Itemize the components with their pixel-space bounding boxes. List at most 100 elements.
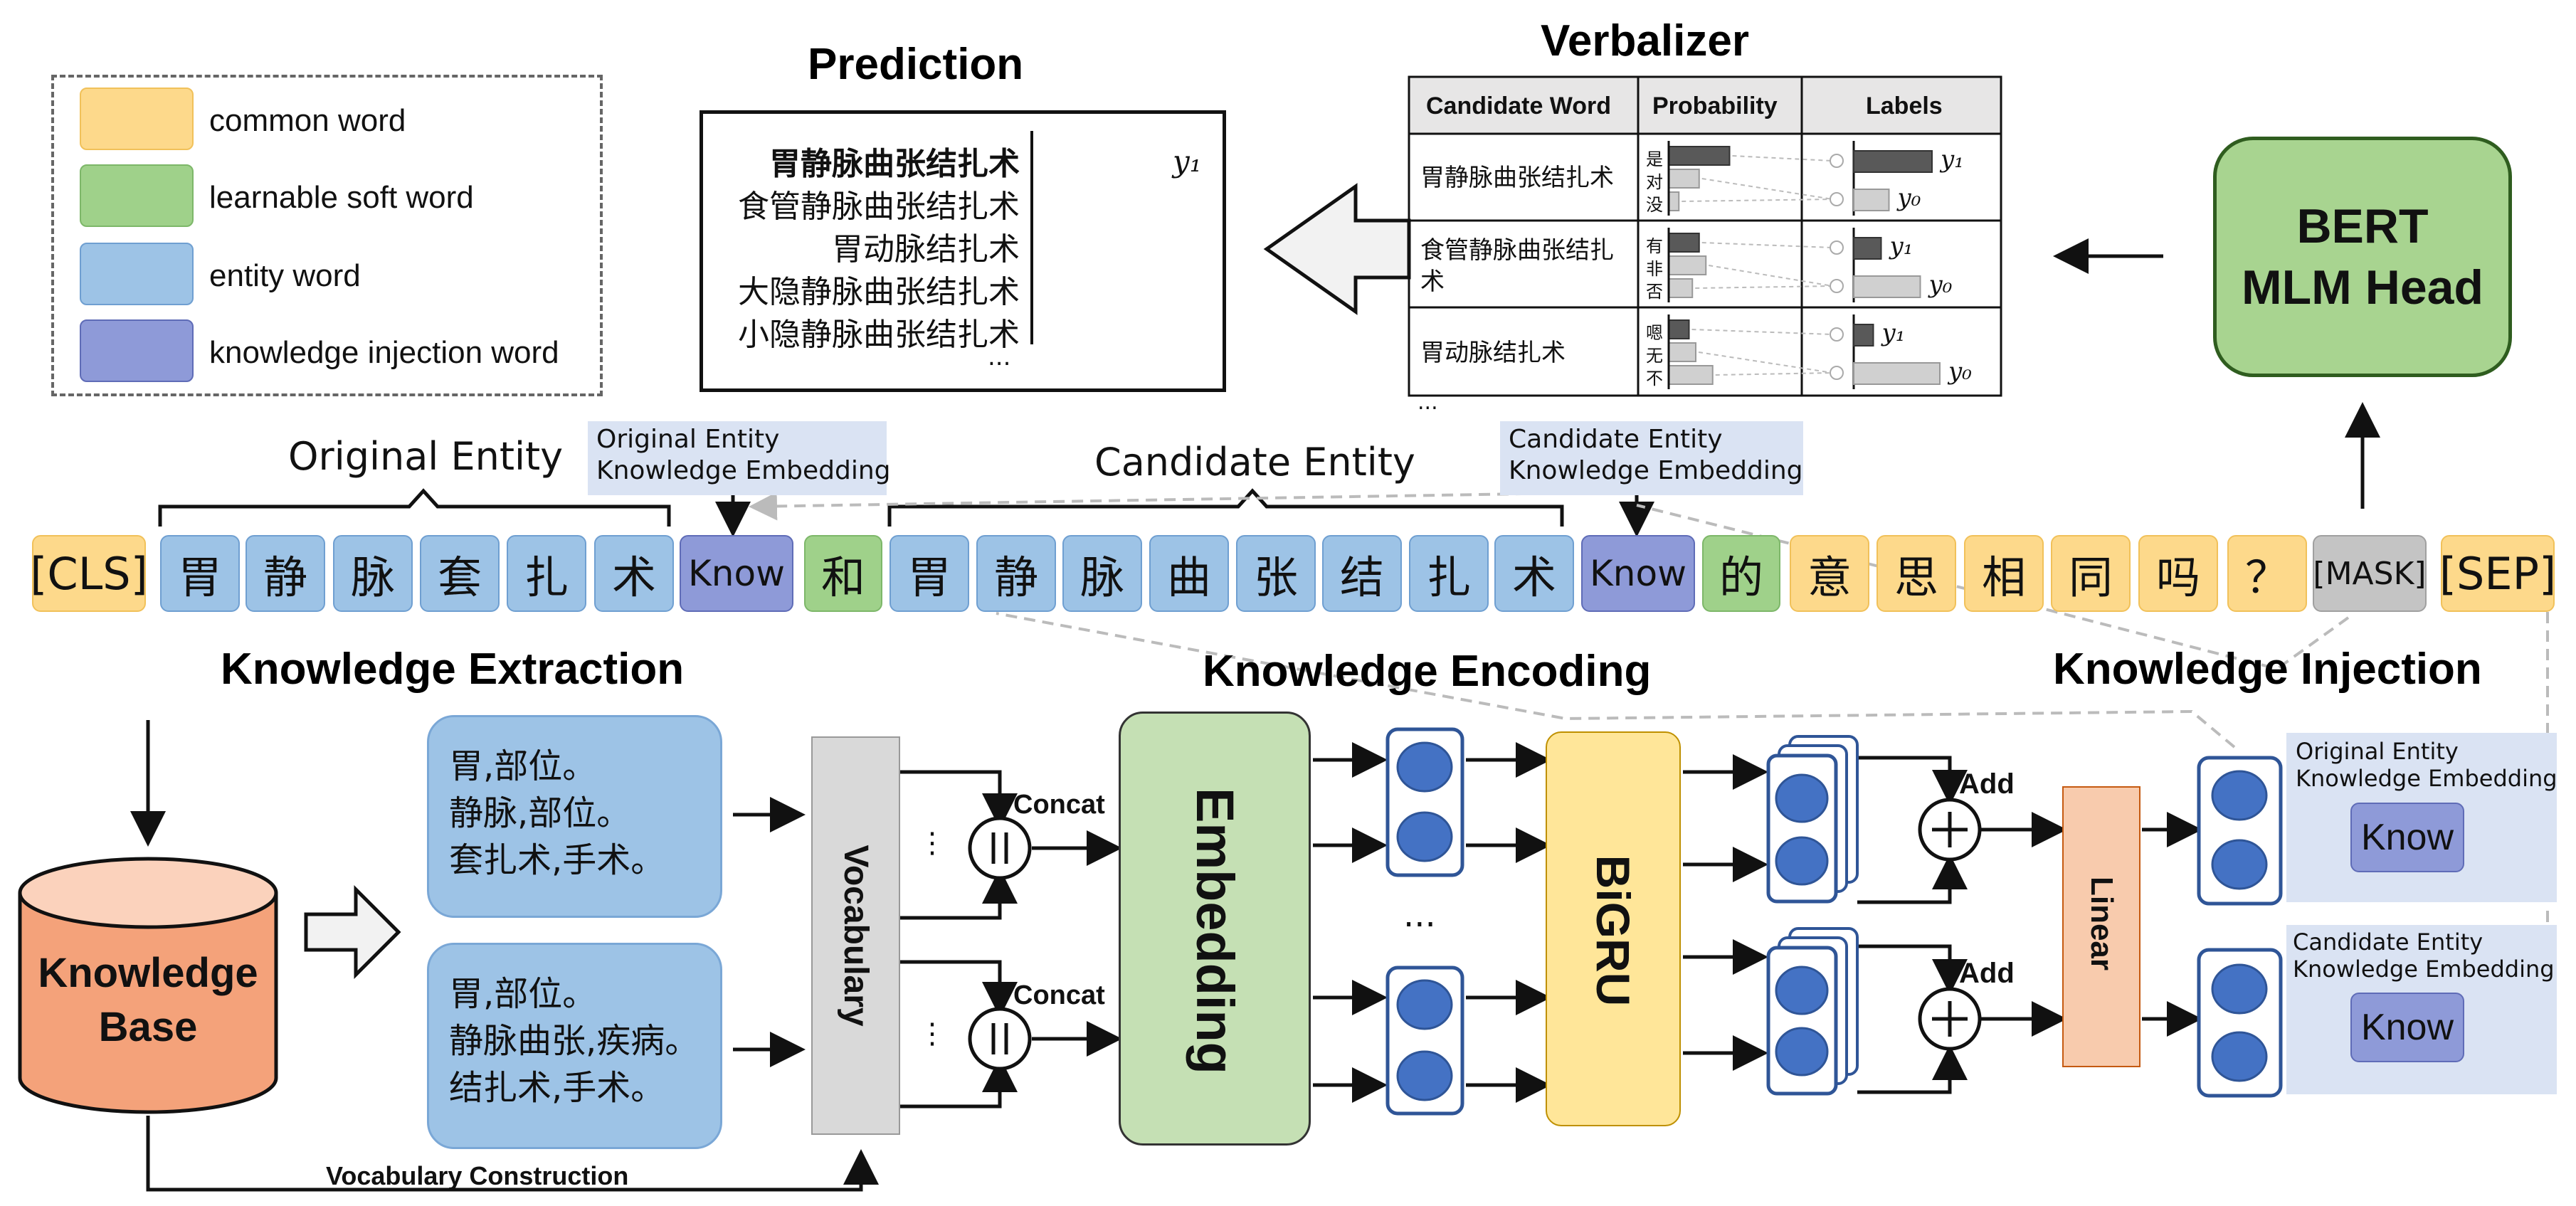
token-common: 相: [1964, 535, 2044, 612]
heading-knowledge-extraction: Knowledge Extraction: [221, 645, 685, 694]
bert-mlm-head: BERT MLM Head: [2213, 137, 2512, 377]
legend-swatch-common: [80, 88, 194, 150]
token-entity: 扎: [507, 535, 586, 612]
prediction-label: 大隐静脉曲张结扎术: [738, 274, 1020, 310]
kb-facts-box-1: 胃,部位。 静脉,部位。 套扎术,手术。: [427, 715, 722, 918]
vocab-construction-label: Vocabulary Construction: [326, 1161, 629, 1190]
concat-label-2: Concat: [1013, 980, 1105, 1010]
verbalizer-prob-word: 有: [1646, 236, 1663, 256]
verbalizer-label-bar: [1853, 324, 1874, 347]
callout-candidate-embedding: Candidate Entity Knowledge Embedding: [1500, 421, 1803, 495]
vector-ellipsis: ...: [1403, 895, 1436, 935]
verbalizer-prob-bar: [1668, 319, 1690, 339]
token-entity: 扎: [1409, 535, 1489, 612]
verbalizer-header-prob: Probability: [1652, 92, 1778, 120]
vdots-2: ⋮: [918, 1017, 946, 1050]
verbalizer-label-bar: [1853, 275, 1921, 298]
verbalizer-label-bar: [1853, 150, 1933, 173]
callout-candidate-line2: Knowledge Embedding: [1509, 456, 1803, 485]
token-entity: 脉: [1062, 535, 1142, 612]
output-vectors-1: [2197, 756, 2283, 906]
verbalizer-word-2a: 食管静脉曲张结扎: [1420, 236, 1614, 265]
vector-col-2: [1385, 966, 1464, 1116]
token-entity: 套: [420, 535, 500, 612]
injection-original-line1: Original Entity: [2296, 738, 2459, 765]
prediction-axis: [1030, 131, 1033, 344]
token-soft: 和: [804, 535, 882, 612]
verbalizer-header-labels: Labels: [1866, 92, 1943, 120]
verbalizer-header-word: Candidate Word: [1426, 92, 1612, 120]
legend: common word learnable soft word entity w…: [51, 75, 603, 396]
verbalizer-prob-word: 否: [1646, 282, 1663, 302]
original-entity-brace: [158, 488, 671, 527]
kb-fact-1-1: 胃,部位。: [449, 746, 597, 786]
callout-original-line1: Original Entity: [596, 425, 780, 454]
token-common: 思: [1876, 535, 1956, 612]
injection-candidate-line1: Candidate Entity: [2293, 929, 2483, 956]
legend-swatch-know: [80, 319, 194, 382]
verbalizer-word-1: 胃静脉曲张结扎术: [1420, 164, 1614, 192]
prediction-top-label: y₁: [1173, 144, 1202, 179]
token-entity: 胃: [160, 535, 240, 612]
dashed-feedback-original: [996, 612, 2236, 749]
kb-fact-1-3: 套扎术,手术。: [449, 840, 665, 880]
heading-prediction: Prediction: [808, 40, 1024, 89]
hollow-arrow-left: [1263, 183, 1411, 315]
token-entity: 张: [1236, 535, 1316, 612]
prediction-label: 小隐静脉曲张结扎术: [738, 317, 1020, 353]
token-entity: 静: [976, 535, 1056, 612]
token-entity: 术: [594, 535, 674, 612]
kb-fact-2-1: 胃,部位。: [449, 974, 597, 1014]
token-know: Know: [1581, 535, 1695, 612]
original-entity-label: Original Entity: [288, 434, 564, 479]
concat-circle-1: [968, 816, 1032, 880]
legend-label-know: knowledge injection word: [209, 335, 559, 370]
hollow-arrow-right: [304, 884, 401, 980]
token-entity: 脉: [333, 535, 413, 612]
token-common: [CLS]: [30, 535, 148, 612]
verbalizer-label-bar: [1853, 189, 1890, 211]
verbalizer-prob-word: 没: [1646, 195, 1663, 215]
heading-verbalizer: Verbalizer: [1541, 16, 1749, 65]
token-know: Know: [680, 535, 793, 612]
verbalizer-more: ...: [1418, 390, 1438, 415]
prediction-label: 胃动脉结扎术: [832, 231, 1020, 268]
legend-swatch-soft: [80, 164, 194, 227]
token-entity: 静: [246, 535, 325, 612]
concat-label-1: Concat: [1013, 790, 1105, 820]
token-entity: 曲: [1149, 535, 1229, 612]
verbalizer-prob-word: 是: [1646, 149, 1663, 169]
callout-original-line2: Knowledge Embedding: [596, 456, 891, 485]
linear-label: Linear: [2084, 876, 2119, 971]
prediction-more: ...: [988, 343, 1011, 371]
kb-fact-2-3: 结扎术,手术。: [449, 1068, 665, 1108]
dashed-feedback-mask: [1636, 504, 2350, 671]
concat-circle-2: [968, 1007, 1032, 1071]
token-entity: 术: [1494, 535, 1574, 612]
verbalizer-bars: [1667, 141, 1941, 389]
verbalizer-table-frame: [1408, 75, 2002, 397]
kb-facts-box-2: 胃,部位。 静脉曲张,疾病。 结扎术,手术。: [427, 943, 722, 1149]
output-vectors-2: [2197, 948, 2283, 1098]
vocab-construction-line: [146, 1116, 879, 1192]
verbalizer-label-bar: [1853, 362, 1941, 385]
token-entity: 胃: [890, 535, 969, 612]
verbalizer-prob-bar: [1668, 278, 1694, 298]
embedding-label: Embedding: [1186, 788, 1245, 1074]
verbalizer-prob-bar: [1668, 233, 1700, 253]
verbalizer-label-name: y₁: [1941, 145, 1964, 174]
verbalizer-prob-bar: [1668, 146, 1731, 166]
prediction-label: 胃静脉曲张结扎术: [769, 146, 1020, 182]
heading-knowledge-injection: Knowledge Injection: [2053, 645, 2482, 694]
legend-label-entity: entity word: [209, 258, 361, 293]
verbalizer-label-name: y₁: [1889, 232, 1913, 260]
callout-original-embedding: Original Entity Knowledge Embedding: [588, 421, 891, 495]
verbalizer-prob-word: 嗯: [1646, 323, 1663, 343]
verbalizer-prob-word: 非: [1646, 259, 1663, 279]
verbalizer-word-3: 胃动脉结扎术: [1420, 339, 1566, 367]
token-soft: 的: [1702, 535, 1780, 612]
kb-line2: Base: [98, 1004, 198, 1050]
candidate-entity-brace: [887, 488, 1564, 527]
bigru-block: [1546, 731, 1681, 1126]
